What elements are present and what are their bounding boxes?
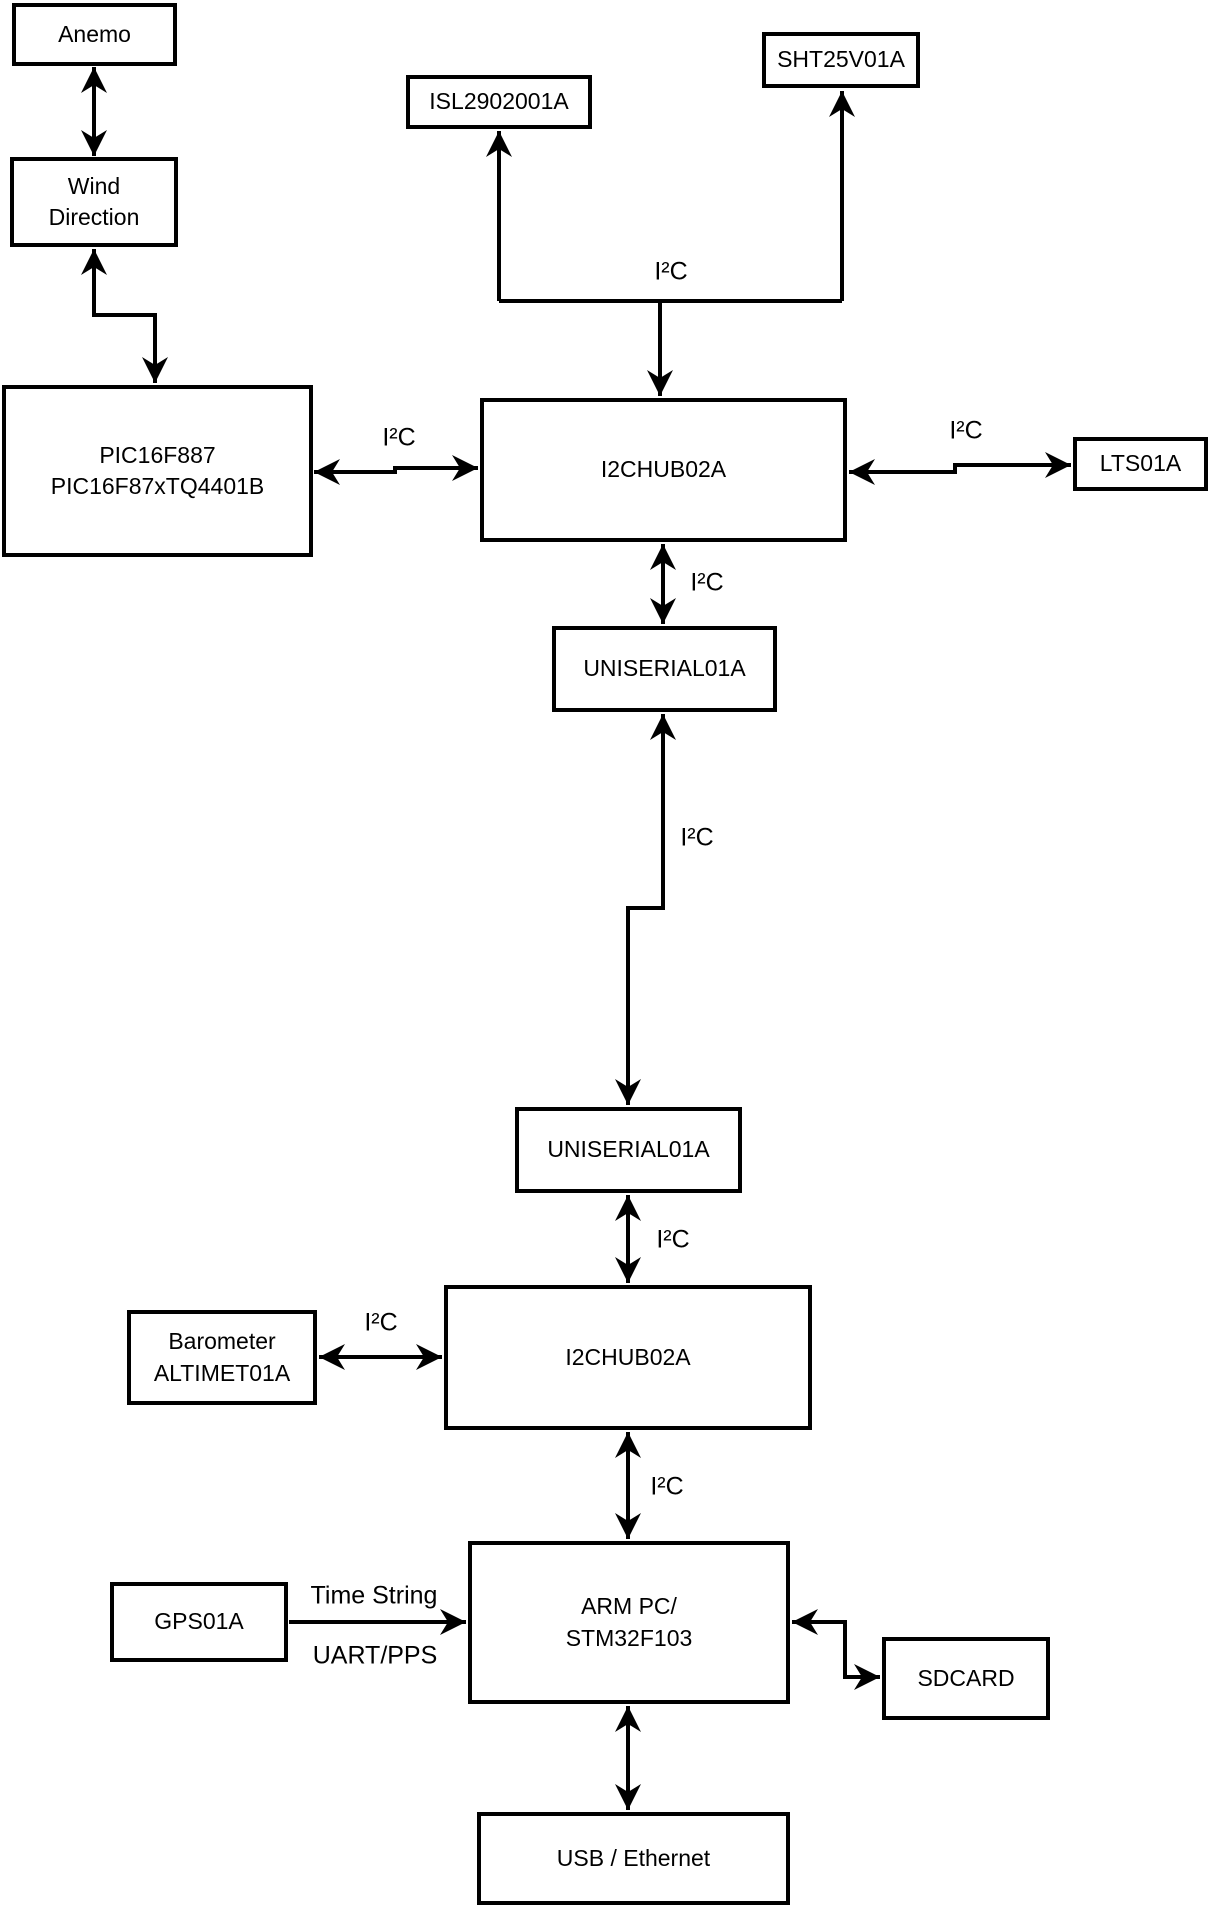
node-uniserial01a-lower-label: UNISERIAL01A <box>547 1136 710 1163</box>
edge-label-i2c-uniserial1-uniserial2: I²C <box>680 823 714 852</box>
node-i2chub02a-upper: I2CHUB02A <box>480 398 847 542</box>
node-anemo: Anemo <box>12 3 177 66</box>
node-i2chub02a-lower: I2CHUB02A <box>444 1285 812 1430</box>
node-usb-ethernet-label: USB / Ethernet <box>556 1844 711 1871</box>
node-arm-pc-stm32f103: ARM PC/ STM32F103 <box>468 1541 790 1704</box>
node-isl2902001a: ISL2902001A <box>406 75 592 129</box>
node-pic16f887: PIC16F887 PIC16F87xTQ4401B <box>2 385 313 557</box>
edge-label-i2c-barometer-hub2: I²C <box>364 1308 398 1337</box>
edge-label-i2c-hub2-armpc: I²C <box>650 1472 684 1501</box>
node-barometer-altimet01a: Barometer ALTIMET01A <box>127 1310 317 1405</box>
node-i2chub02a-lower-label: I2CHUB02A <box>565 1343 691 1370</box>
node-wind-direction: Wind Direction <box>10 157 178 247</box>
edge-label-uart-pps: UART/PPS <box>312 1641 438 1670</box>
edge-label-i2c-uniserial2-hub2: I²C <box>656 1225 690 1254</box>
edge-pic-hub1 <box>314 455 478 485</box>
edge-label-i2c-hub1-uniserial1: I²C <box>690 568 724 597</box>
edge-hub1-lts <box>849 452 1071 485</box>
edge-label-time-string: Time String <box>310 1581 438 1610</box>
node-sdcard-label: SDCARD <box>917 1664 1015 1691</box>
node-barometer-altimet01a-label: Barometer ALTIMET01A <box>153 1328 291 1386</box>
edge-label-i2c-hub1-lts: I²C <box>949 416 983 445</box>
edge-wind-pic <box>81 249 168 383</box>
edge-armpc-sdcard <box>792 1609 880 1690</box>
node-sdcard: SDCARD <box>882 1637 1050 1720</box>
node-anemo-label: Anemo <box>58 20 131 47</box>
node-lts01a-label: LTS01A <box>1099 450 1182 477</box>
node-sht25v01a: SHT25V01A <box>762 32 920 88</box>
node-uniserial01a-upper-label: UNISERIAL01A <box>583 655 746 682</box>
node-pic16f887-label: PIC16F887 PIC16F87xTQ4401B <box>50 441 265 499</box>
node-gps01a: GPS01A <box>110 1582 288 1662</box>
node-isl2902001a-label: ISL2902001A <box>429 88 569 115</box>
node-usb-ethernet: USB / Ethernet <box>477 1812 790 1905</box>
node-arm-pc-stm32f103-label: ARM PC/ STM32F103 <box>565 1593 693 1651</box>
edge-label-i2c-pic-hub1: I²C <box>382 423 416 452</box>
node-sht25v01a-label: SHT25V01A <box>777 46 905 73</box>
edge-uniserial1-uniserial2 <box>615 714 676 1105</box>
node-i2chub02a-upper-label: I2CHUB02A <box>600 456 727 483</box>
node-gps01a-label: GPS01A <box>154 1608 244 1635</box>
node-wind-direction-label: Wind Direction <box>48 172 140 230</box>
node-uniserial01a-upper: UNISERIAL01A <box>552 626 777 712</box>
edge-label-i2c-sensor-bus: I²C <box>654 257 688 286</box>
node-uniserial01a-lower: UNISERIAL01A <box>515 1107 742 1193</box>
node-lts01a: LTS01A <box>1073 437 1208 491</box>
